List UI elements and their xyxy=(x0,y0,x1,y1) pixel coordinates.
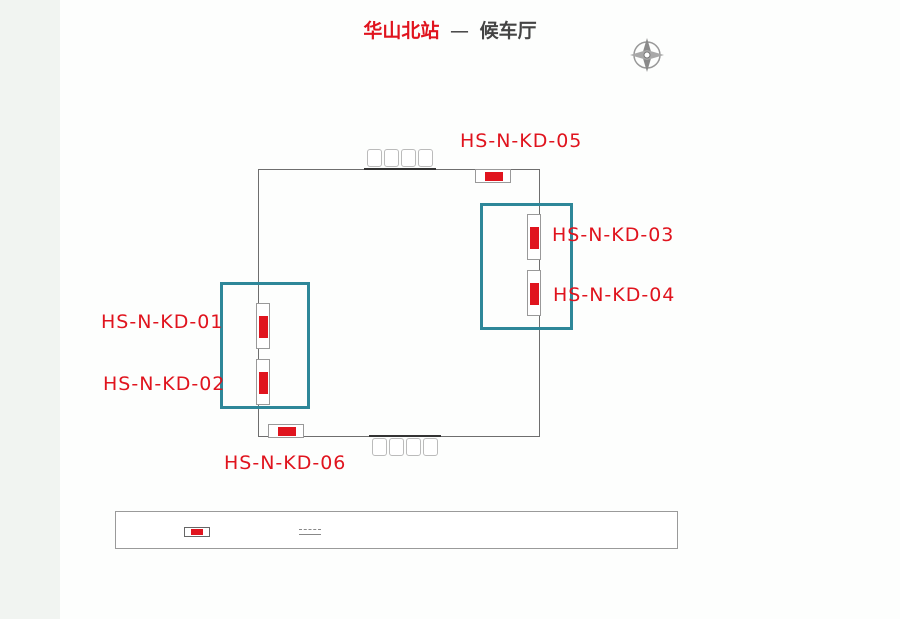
turnstile xyxy=(423,438,438,456)
turnstile xyxy=(418,149,433,167)
kiosk-core xyxy=(485,172,503,181)
kiosk-core xyxy=(278,427,296,436)
compass-rose-icon xyxy=(620,22,674,88)
top-gate-line xyxy=(364,168,436,170)
kiosk-label-04: HS-N-KD-04 xyxy=(553,284,676,306)
turnstile xyxy=(401,149,416,167)
turnstile xyxy=(406,438,421,456)
kiosk-group-frame-west xyxy=(220,282,310,409)
turnstile xyxy=(384,149,399,167)
kiosk-marker-05[interactable] xyxy=(475,169,511,183)
kiosk-label-02: HS-N-KD-02 xyxy=(103,373,226,395)
kiosk-label-06: HS-N-KD-06 xyxy=(224,452,347,474)
hall-name: 候车厅 xyxy=(479,20,537,42)
top-gate xyxy=(364,136,436,172)
kiosk-core xyxy=(530,283,539,305)
kiosk-group-frame-east xyxy=(480,203,573,330)
station-name: 华山北站 xyxy=(363,20,440,42)
kiosk-label-01: HS-N-KD-01 xyxy=(101,311,224,333)
bottom-gate-line xyxy=(369,435,441,437)
kiosk-marker-06[interactable] xyxy=(268,424,304,438)
kiosk-label-05: HS-N-KD-05 xyxy=(460,130,583,152)
legend-bar xyxy=(115,511,678,549)
bottom-gate-turnstiles xyxy=(372,438,438,456)
kiosk-core xyxy=(259,372,268,394)
bottom-gate xyxy=(369,433,441,473)
legend-kiosk-swatch xyxy=(184,527,210,537)
turnstile xyxy=(372,438,387,456)
turnstile xyxy=(389,438,404,456)
kiosk-marker-02[interactable] xyxy=(256,359,270,405)
kiosk-marker-03[interactable] xyxy=(527,214,541,260)
compass-graphic xyxy=(630,38,664,72)
turnstile xyxy=(367,149,382,167)
kiosk-core xyxy=(530,227,539,249)
kiosk-marker-01[interactable] xyxy=(256,303,270,349)
page-title: 华山北站 — 候车厅 xyxy=(0,16,900,43)
title-separator: — xyxy=(450,20,469,42)
kiosk-label-03: HS-N-KD-03 xyxy=(552,224,675,246)
kiosk-marker-04[interactable] xyxy=(527,270,541,316)
legend-kiosk-core xyxy=(191,529,203,535)
legend-gate-swatch xyxy=(299,529,321,535)
top-gate-turnstiles xyxy=(367,149,433,167)
kiosk-core xyxy=(259,316,268,338)
